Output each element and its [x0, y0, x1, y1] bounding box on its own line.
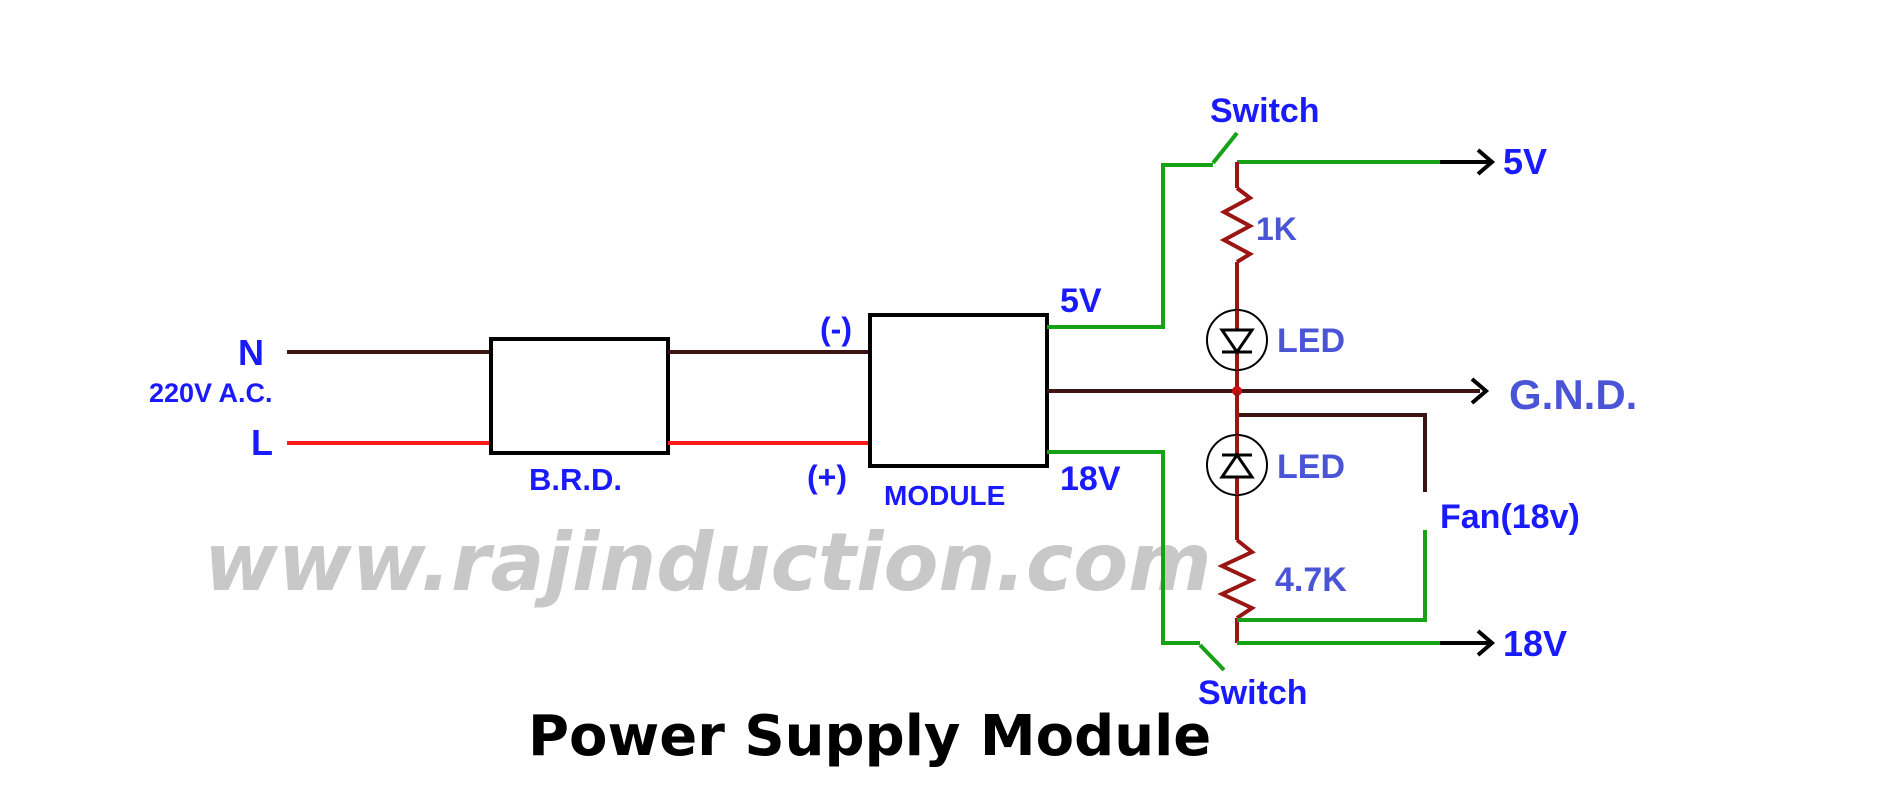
- brd-block: [489, 337, 670, 455]
- switch-bottom-lever: [1198, 643, 1226, 672]
- led-bottom-icon: [1219, 452, 1255, 479]
- switch-top-lever: [1211, 131, 1239, 165]
- label-module-18v: 18V: [1060, 460, 1121, 498]
- label-plus-terminal: (+): [807, 459, 847, 495]
- label-module-5v: 5V: [1060, 282, 1102, 320]
- label-out-5v: 5V: [1503, 141, 1547, 182]
- label-led-bottom: LED: [1277, 448, 1345, 486]
- label-fan: Fan(18v): [1440, 498, 1580, 536]
- led-top-icon: [1219, 328, 1255, 355]
- wire-5v-green: [1047, 163, 1213, 329]
- label-resistor-4-7k: 4.7K: [1275, 561, 1347, 599]
- label-l: L: [251, 422, 273, 463]
- label-module: MODULE: [884, 480, 1005, 511]
- label-led-top: LED: [1277, 322, 1345, 360]
- label-out-18v: 18V: [1503, 623, 1567, 664]
- label-switch-top: Switch: [1210, 92, 1320, 130]
- wire-fan-gnd: [1237, 413, 1427, 492]
- arrow-18v-icon: [1476, 629, 1496, 657]
- diagram-title: Power Supply Module: [528, 704, 1211, 769]
- watermark-text: www.rajinduction.com: [204, 516, 1212, 609]
- resistor-1k-icon: [1219, 186, 1255, 264]
- wire-fan-18v: [1237, 530, 1427, 622]
- arrow-5v-icon: [1476, 148, 1496, 176]
- label-n: N: [238, 332, 264, 373]
- module-block: [868, 313, 1049, 468]
- label-220v-ac: 220V A.C.: [149, 378, 273, 408]
- label-resistor-1k: 1K: [1256, 211, 1297, 247]
- label-out-gnd: G.N.D.: [1509, 371, 1637, 418]
- wire-18v-green: [1047, 450, 1200, 645]
- label-switch-bottom: Switch: [1198, 674, 1308, 712]
- arrow-gnd-icon: [1470, 377, 1490, 405]
- label-brd: B.R.D.: [529, 462, 622, 497]
- label-minus-terminal: (-): [820, 311, 852, 347]
- resistor-4-7k-icon: [1217, 538, 1257, 620]
